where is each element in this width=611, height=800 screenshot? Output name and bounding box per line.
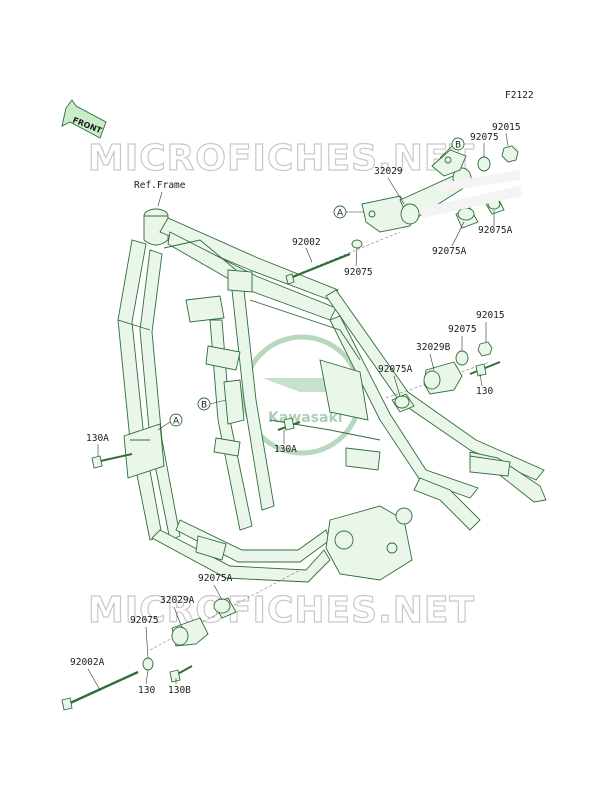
label-92075a-bottom: 92075A	[198, 573, 233, 584]
svg-text:B: B	[455, 141, 461, 151]
label-32029a: 32029A	[160, 595, 195, 606]
upper-engine-mount	[285, 145, 522, 285]
label-92075a-top-left: 92075A	[432, 246, 467, 257]
label-92075a-top-right: 92075A	[478, 225, 513, 236]
right-engine-mount	[391, 341, 501, 413]
label-92075-right: 92075	[448, 324, 477, 335]
label-92075-bottom: 92075	[130, 615, 159, 626]
label-32029b: 32029B	[416, 342, 451, 353]
watermark-bottom: MICROFICHES.NET	[88, 590, 475, 631]
label-130-right: 130	[476, 386, 493, 397]
callout-b-left: B	[197, 397, 227, 411]
callout-b-upper: B	[439, 137, 465, 159]
label-130-bottom: 130	[138, 685, 155, 696]
callout-a-upper: A	[333, 205, 364, 219]
svg-text:A: A	[173, 417, 180, 427]
label-92075-mid: 92075	[344, 267, 373, 278]
front-arrow-icon: FRONT	[61, 99, 107, 139]
label-130a-center: 130A	[274, 444, 297, 455]
ref-frame-label: Ref.Frame	[134, 180, 186, 191]
label-92075-top: 92075	[470, 132, 499, 143]
label-32029: 32029	[374, 166, 403, 177]
label-92002a: 92002A	[70, 657, 105, 668]
svg-text:B: B	[201, 401, 207, 411]
callout-a-left: A	[157, 413, 183, 431]
label-92075a-right: 92075A	[378, 364, 413, 375]
label-130a-left: 130A	[86, 433, 109, 444]
label-92015-right: 92015	[476, 310, 505, 321]
label-92002: 92002	[292, 237, 321, 248]
watermark-top: MICROFICHES.NET	[88, 138, 475, 179]
diagram-code: F2122	[505, 90, 534, 101]
svg-text:A: A	[337, 209, 344, 219]
left-bolt-130a	[91, 453, 133, 469]
center-bolt-130a	[277, 417, 301, 431]
label-130b: 130B	[168, 685, 191, 696]
label-92015-top: 92015	[492, 122, 521, 133]
